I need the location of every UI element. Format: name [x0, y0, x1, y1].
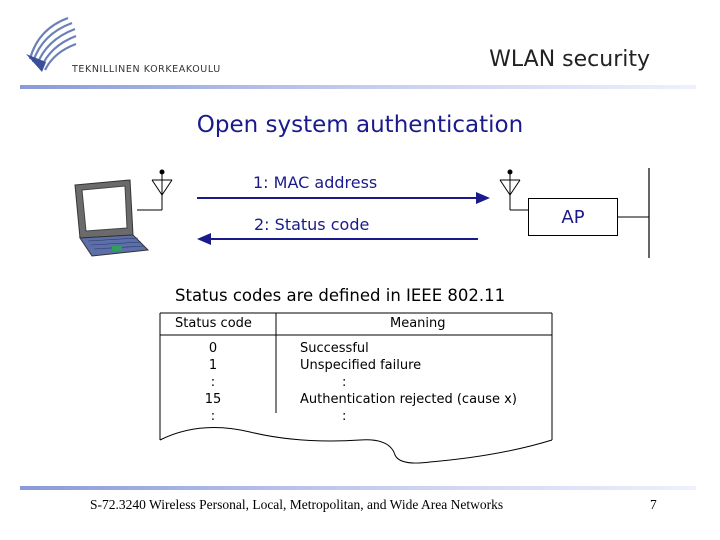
ap-label: AP: [561, 206, 585, 228]
status-codes-heading: Status codes are defined in IEEE 802.11: [175, 286, 506, 305]
header-title: WLAN security: [489, 47, 650, 72]
header-rule: [20, 85, 696, 89]
slide-title: Open system authentication: [196, 112, 524, 138]
meaning-cell: Unspecified failure: [300, 358, 422, 373]
column-header-meaning: Meaning: [390, 316, 446, 331]
footer-course-title: S-72.3240 Wireless Personal, Local, Metr…: [90, 497, 504, 512]
meaning-cell: Authentication rejected (cause x): [300, 392, 517, 407]
status-code-cell: 0: [208, 341, 218, 356]
column-header-status-code: Status code: [175, 316, 252, 331]
university-logo: [26, 16, 77, 72]
page-number: 7: [650, 497, 657, 512]
message-status-code: 2: Status code: [254, 215, 370, 234]
status-code-cell: :: [210, 409, 216, 424]
access-point-box: AP: [528, 198, 618, 236]
meaning-cell: :: [342, 375, 347, 390]
message-mac-address: 1: MAC address: [253, 173, 378, 192]
antenna-icon: [137, 169, 173, 211]
logo-text: TEKNILLINEN KORKEAKOULU: [72, 64, 221, 75]
meaning-cell: :: [342, 409, 347, 424]
arrow-right-icon: [197, 192, 490, 204]
footer-rule: [20, 486, 696, 490]
status-table-frame: [159, 312, 553, 464]
status-code-cell: :: [210, 375, 216, 390]
status-code-cell: 1: [208, 358, 218, 373]
authentication-diagram: [74, 168, 650, 258]
laptop-icon: [74, 179, 150, 257]
arrow-left-icon: [197, 233, 478, 245]
meaning-cell: Successful: [300, 341, 369, 356]
antenna-icon: [499, 169, 528, 211]
status-code-cell: 15: [204, 392, 222, 407]
